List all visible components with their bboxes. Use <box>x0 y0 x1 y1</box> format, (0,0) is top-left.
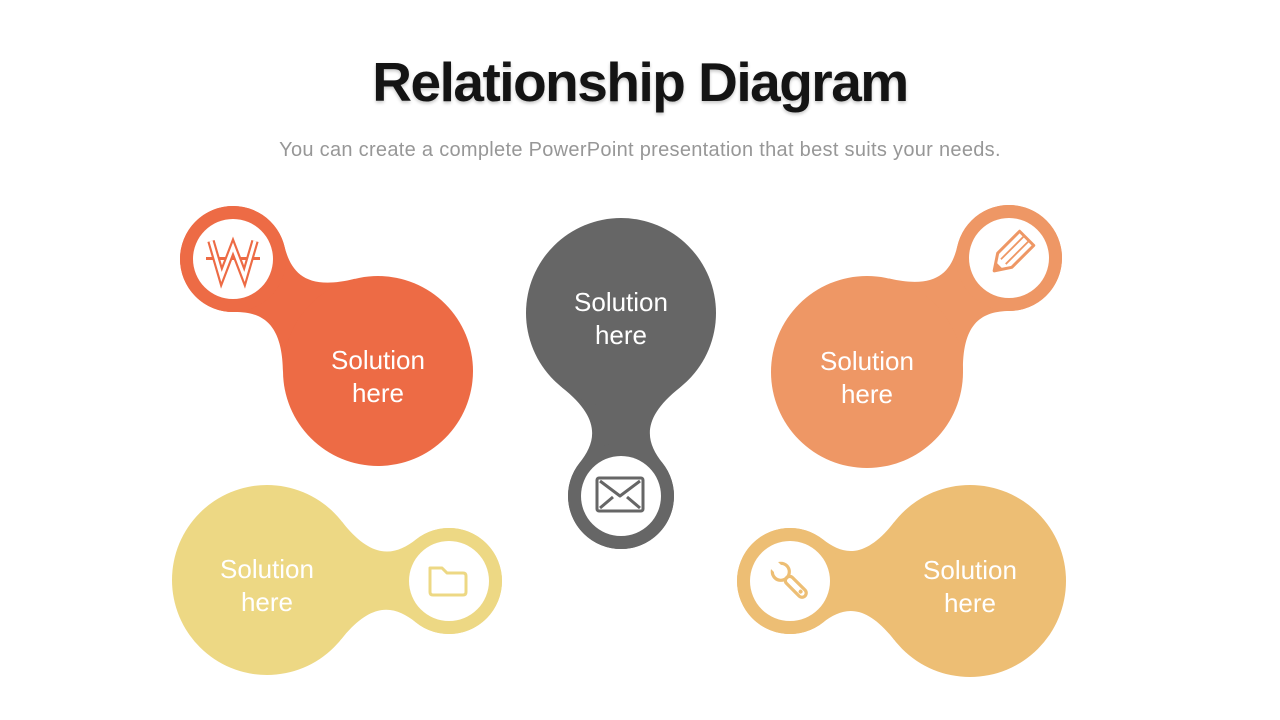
big-circle <box>874 485 1066 677</box>
node-label-center: Solution here <box>574 287 668 350</box>
won-currency-icon <box>206 236 260 289</box>
node-label-bottom-left: Solution here <box>220 554 314 617</box>
mail-envelope-icon <box>595 476 645 513</box>
big-circle <box>526 218 716 408</box>
node-label-top-left: Solution here <box>331 345 425 408</box>
small-circle-inner <box>969 218 1049 298</box>
node-center <box>526 218 716 549</box>
slide-title: Relationship Diagram <box>372 51 909 113</box>
big-circle <box>771 276 963 468</box>
node-label-top-right: Solution here <box>820 346 914 409</box>
wrench-icon <box>765 556 808 599</box>
small-circle-inner <box>409 541 489 621</box>
folder-icon <box>428 566 468 597</box>
pencil-icon <box>992 229 1036 273</box>
node-bottom-left <box>172 485 502 675</box>
small-circle-inner <box>750 541 830 621</box>
node-top-right <box>771 205 1062 468</box>
big-circle <box>283 276 473 466</box>
node-bottom-right <box>737 485 1066 677</box>
node-top-left <box>180 206 473 466</box>
big-circle <box>172 485 362 675</box>
node-label-bottom-right: Solution here <box>923 555 1017 618</box>
slide-subtitle: You can create a complete PowerPoint pre… <box>279 138 1001 161</box>
slide-header: Relationship Diagram You can create a co… <box>0 0 1280 162</box>
